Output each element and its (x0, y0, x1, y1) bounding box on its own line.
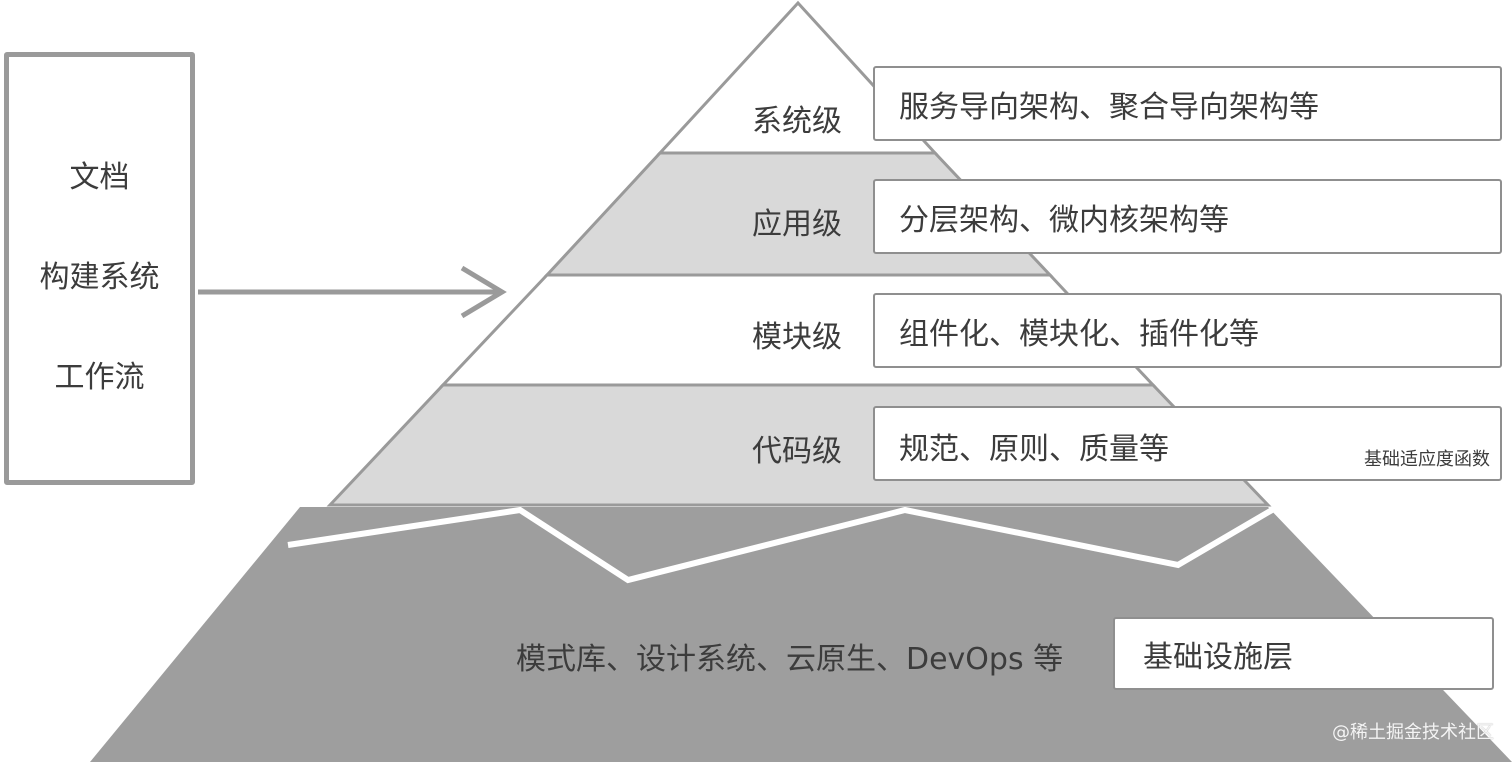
fitness-function-note: 基础适应度函数 (1364, 449, 1490, 470)
level-label-code: 代码级 (752, 434, 842, 469)
side-item-workflow: 工作流 (54, 360, 145, 395)
level-label-system: 系统级 (752, 104, 842, 139)
desc-text-application: 分层架构、微内核架构等 (899, 202, 1229, 238)
desc-box-system: 服务导向架构、聚合导向架构等 (873, 66, 1502, 141)
broken-edge-line (287, 506, 1274, 584)
side-item-docs: 文档 (69, 160, 130, 195)
arrow-head-icon (460, 265, 507, 319)
infrastructure-label-box: 基础设施层 (1113, 617, 1494, 690)
desc-text-module: 组件化、模块化、插件化等 (899, 316, 1259, 352)
infrastructure-examples: 模式库、设计系统、云原生、DevOps 等 (516, 642, 1064, 677)
level-label-module: 模块级 (752, 320, 842, 355)
desc-box-application: 分层架构、微内核架构等 (873, 179, 1502, 254)
infrastructure-label: 基础设施层 (1143, 639, 1293, 675)
desc-text-system: 服务导向架构、聚合导向架构等 (899, 89, 1319, 125)
watermark: @稀土掘金技术社区 (1332, 722, 1494, 743)
level-label-application: 应用级 (752, 207, 842, 242)
desc-text-code: 规范、原则、质量等 (899, 432, 1169, 467)
side-item-build-system: 构建系统 (39, 260, 160, 295)
side-panel: 文档 构建系统 工作流 (4, 52, 195, 485)
infrastructure-base (90, 507, 1512, 762)
band-system-level (656, 0, 939, 155)
desc-box-code: 规范、原则、质量等 基础适应度函数 (873, 406, 1502, 481)
desc-box-module: 组件化、模块化、插件化等 (873, 293, 1502, 368)
